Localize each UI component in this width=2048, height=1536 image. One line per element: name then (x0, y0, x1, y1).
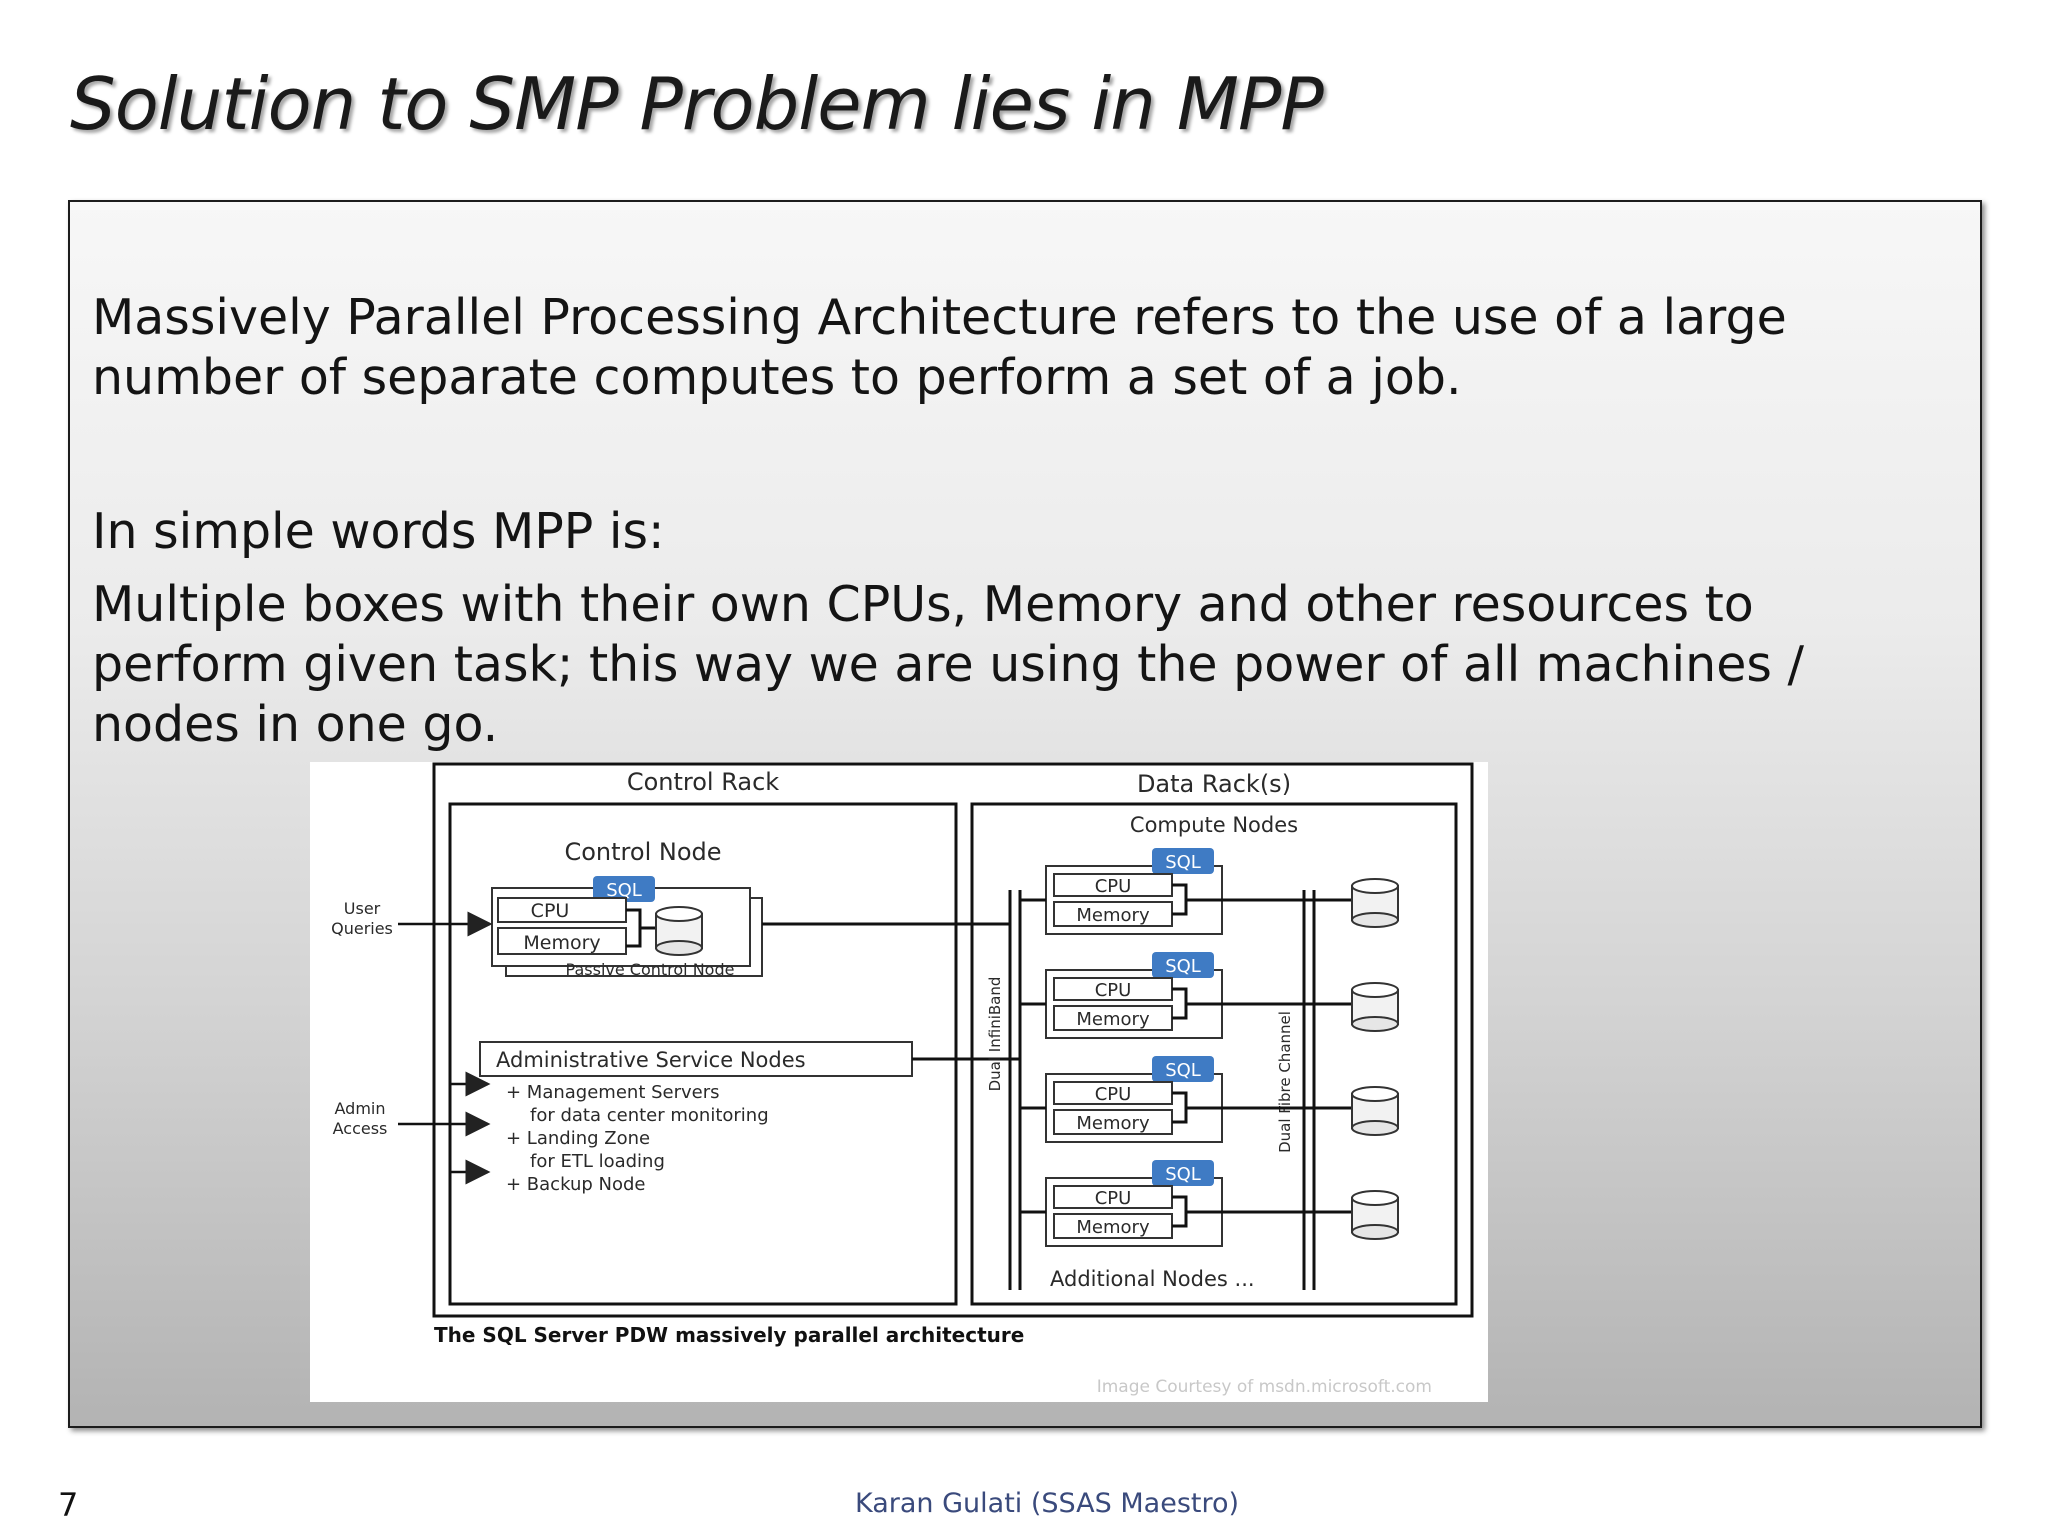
simple-words-paragraph: Multiple boxes with their own CPUs, Memo… (92, 576, 1804, 753)
svg-text:Queries: Queries (331, 919, 393, 938)
svg-text:CPU: CPU (1095, 876, 1132, 897)
control-memory (497, 927, 627, 955)
simple-words-heading: In simple words MPP is: (92, 503, 665, 560)
svg-text:Access: Access (333, 1119, 388, 1138)
page-number: 7 (58, 1486, 79, 1524)
definition-paragraph: Massively Parallel Processing Architectu… (92, 289, 1787, 406)
svg-text:Memory: Memory (1076, 1113, 1150, 1134)
svg-text:SQL: SQL (1165, 1164, 1201, 1185)
data-rack-frame (970, 802, 1458, 1306)
compute-node-3: SQL CPU Memory (1020, 1056, 1399, 1143)
passive-node-label: Passive Control Node (566, 960, 735, 979)
svg-text:CPU: CPU (1095, 1188, 1132, 1209)
svg-text:User: User (344, 899, 381, 918)
svg-text:CPU: CPU (531, 900, 570, 922)
additional-nodes-label: Additional Nodes ... (1050, 1267, 1255, 1291)
svg-text:+ Backup Node: + Backup Node (506, 1174, 645, 1195)
svg-text:SQL: SQL (1165, 1060, 1201, 1081)
svg-text:SQL: SQL (1165, 852, 1201, 873)
svg-text:SQL: SQL (1165, 956, 1201, 977)
admin-nodes-label: Administrative Service Nodes (496, 1048, 806, 1072)
svg-text:Admin: Admin (335, 1099, 386, 1118)
slide-title: Solution to SMP Problem lies in MPP (70, 62, 1324, 146)
svg-text:SQL: SQL (606, 880, 642, 901)
svg-text:CPU: CPU (1095, 1084, 1132, 1105)
svg-text:+ Landing Zone: + Landing Zone (506, 1128, 650, 1149)
svg-text:CPU: CPU (1095, 980, 1132, 1001)
diagram-caption: The SQL Server PDW massively parallel ar… (434, 1323, 1024, 1347)
fibre-channel-label: Dual Fibre Channel (1276, 1011, 1294, 1153)
control-rack-frame (448, 802, 958, 1306)
svg-text:for ETL loading: for ETL loading (530, 1151, 665, 1172)
compute-nodes-label: Compute Nodes (1130, 813, 1298, 837)
control-cpu (497, 897, 627, 923)
infiniband-label: Dual InfiniBand (986, 977, 1004, 1092)
content-box: Massively Parallel Processing Architectu… (68, 200, 1982, 1428)
control-rack-label: Control Rack (627, 768, 779, 796)
footer-author: Karan Gulati (SSAS Maestro) (855, 1488, 1240, 1519)
svg-text:+ Management Servers: + Management Servers (506, 1082, 720, 1103)
svg-text:for data center monitoring: for data center monitoring (530, 1105, 769, 1126)
data-racks-label: Data Rack(s) (1137, 770, 1291, 798)
svg-text:Memory: Memory (1076, 1009, 1150, 1030)
control-node-label: Control Node (564, 838, 721, 866)
svg-text:Memory: Memory (523, 932, 600, 954)
compute-node-4: SQL CPU Memory (1020, 1160, 1399, 1247)
admin-nodes-box (479, 1041, 913, 1077)
image-courtesy: Image Courtesy of msdn.microsoft.com (1097, 1377, 1432, 1397)
compute-node-2: SQL CPU Memory (1020, 952, 1399, 1039)
mpp-architecture-diagram: Control Rack Data Rack(s) Control Node C… (310, 762, 1488, 1402)
svg-text:Memory: Memory (1076, 1217, 1150, 1238)
compute-node-1: SQL CPU Memory (1020, 848, 1399, 935)
control-sql-badge (593, 876, 655, 902)
outer-frame (432, 762, 1474, 1318)
svg-text:Memory: Memory (1076, 905, 1150, 926)
